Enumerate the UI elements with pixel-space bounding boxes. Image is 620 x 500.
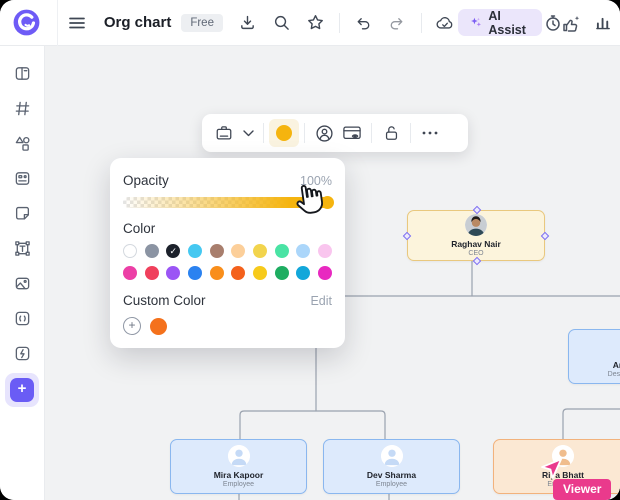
image-icon[interactable] xyxy=(5,266,39,301)
grid-hash-icon[interactable] xyxy=(5,91,39,126)
color-swatch[interactable]: ✓ xyxy=(166,244,181,258)
download-icon[interactable] xyxy=(235,10,261,36)
sticky-note-icon[interactable] xyxy=(5,196,39,231)
org-node-anaya[interactable]: Anaya Desai Designing manager xyxy=(568,329,620,384)
node-role: Employee xyxy=(222,481,255,488)
node-name: Anaya Desai xyxy=(612,360,620,370)
edit-link[interactable]: Edit xyxy=(310,293,332,308)
color-swatch[interactable] xyxy=(144,244,159,258)
left-toolbar: + xyxy=(0,46,45,500)
node-name: Dev Sharma xyxy=(366,470,417,480)
node-name: Riya Bhatt xyxy=(541,470,585,480)
node-role: Designing manager xyxy=(607,371,620,378)
opacity-slider[interactable] xyxy=(123,196,334,209)
node-role: CEO xyxy=(468,250,484,257)
unlock-icon[interactable] xyxy=(377,119,405,147)
divider xyxy=(57,0,58,46)
card-eye-icon[interactable] xyxy=(338,119,366,147)
node-role: Employee xyxy=(375,481,408,488)
color-swatch-row xyxy=(123,266,332,280)
color-swatch[interactable] xyxy=(252,244,267,258)
color-swatch[interactable] xyxy=(123,266,137,280)
chevron-down-icon[interactable] xyxy=(238,119,258,147)
top-bar: Org chart Free AI Assist xyxy=(0,0,620,46)
node-name: Raghav Nair xyxy=(451,239,501,249)
more-ellipsis-icon[interactable] xyxy=(416,119,444,147)
color-swatch[interactable] xyxy=(274,244,289,258)
divider xyxy=(263,123,264,143)
color-swatch[interactable] xyxy=(187,266,202,280)
divider xyxy=(410,123,411,143)
divider xyxy=(371,123,372,143)
opacity-value: 100% xyxy=(300,173,332,188)
plan-badge: Free xyxy=(181,13,223,32)
org-node-mira[interactable]: Mira Kapoor Employee xyxy=(170,439,307,494)
chart-stats-icon[interactable] xyxy=(590,10,616,36)
color-swatch[interactable] xyxy=(209,244,224,258)
avatar-placeholder xyxy=(380,445,403,467)
text-box-icon[interactable] xyxy=(5,231,39,266)
color-swatch[interactable] xyxy=(144,266,159,280)
collaborator-cursor xyxy=(541,458,562,479)
color-swatch[interactable] xyxy=(317,244,332,258)
color-label: Color xyxy=(123,221,156,236)
main-menu-icon[interactable] xyxy=(64,10,90,36)
divider xyxy=(420,12,422,33)
color-swatch-row: ✓ xyxy=(123,244,332,258)
color-swatch[interactable] xyxy=(296,244,311,258)
color-swatch[interactable] xyxy=(123,244,137,258)
color-popover: Opacity 100% Color ✓ Custom Color Edit + xyxy=(110,158,345,348)
custom-color-swatch[interactable] xyxy=(150,317,167,335)
hand-cursor xyxy=(296,184,323,214)
color-swatch[interactable] xyxy=(252,266,267,280)
opacity-slider-thumb[interactable] xyxy=(321,196,334,209)
custom-color-label: Custom Color xyxy=(123,293,206,308)
color-swatch[interactable] xyxy=(231,266,246,280)
shape-toolbar xyxy=(202,114,468,152)
frame-icon[interactable] xyxy=(5,56,39,91)
fill-color-swatch xyxy=(276,125,292,141)
sparkles-icon xyxy=(470,17,481,27)
embed-icon[interactable] xyxy=(5,301,39,336)
color-swatch[interactable] xyxy=(296,266,311,280)
person-icon[interactable] xyxy=(310,119,338,147)
add-custom-color-button[interactable]: + xyxy=(123,317,141,335)
divider xyxy=(304,123,305,143)
color-swatch[interactable] xyxy=(317,266,332,280)
viewer-role-badge: Viewer xyxy=(553,479,612,500)
color-swatch[interactable] xyxy=(209,266,224,280)
app-logo-icon[interactable] xyxy=(13,9,40,36)
fill-color-button[interactable] xyxy=(269,119,299,147)
org-node-ceo[interactable]: Raghav Nair CEO xyxy=(402,205,550,266)
plus-icon: + xyxy=(10,378,34,402)
org-node-dev[interactable]: Dev Sharma Employee xyxy=(323,439,460,494)
badge-icon[interactable] xyxy=(210,119,238,147)
undo-icon[interactable] xyxy=(350,10,376,36)
star-icon[interactable] xyxy=(303,10,329,36)
cloud-sync-icon[interactable] xyxy=(432,10,458,36)
shapes-icon[interactable] xyxy=(5,126,39,161)
color-swatch[interactable] xyxy=(274,266,289,280)
document-title[interactable]: Org chart xyxy=(103,14,172,31)
color-swatch[interactable] xyxy=(187,244,202,258)
avatar-placeholder xyxy=(227,445,250,467)
avatar xyxy=(465,214,487,236)
search-icon[interactable] xyxy=(269,10,295,36)
timer-reaction-icon[interactable] xyxy=(542,10,584,36)
divider xyxy=(338,12,340,33)
zap-icon[interactable] xyxy=(5,336,39,371)
ai-assist-button[interactable]: AI Assist xyxy=(457,8,543,37)
ai-assist-label: AI Assist xyxy=(488,8,526,37)
redo-icon[interactable] xyxy=(385,10,411,36)
check-icon: ✓ xyxy=(169,245,178,256)
smart-card-icon[interactable] xyxy=(5,161,39,196)
add-plus-button[interactable]: + xyxy=(5,373,39,407)
opacity-label: Opacity xyxy=(123,173,169,188)
color-swatch[interactable] xyxy=(166,266,181,280)
color-swatch[interactable] xyxy=(231,244,246,258)
node-name: Mira Kapoor xyxy=(213,470,264,480)
